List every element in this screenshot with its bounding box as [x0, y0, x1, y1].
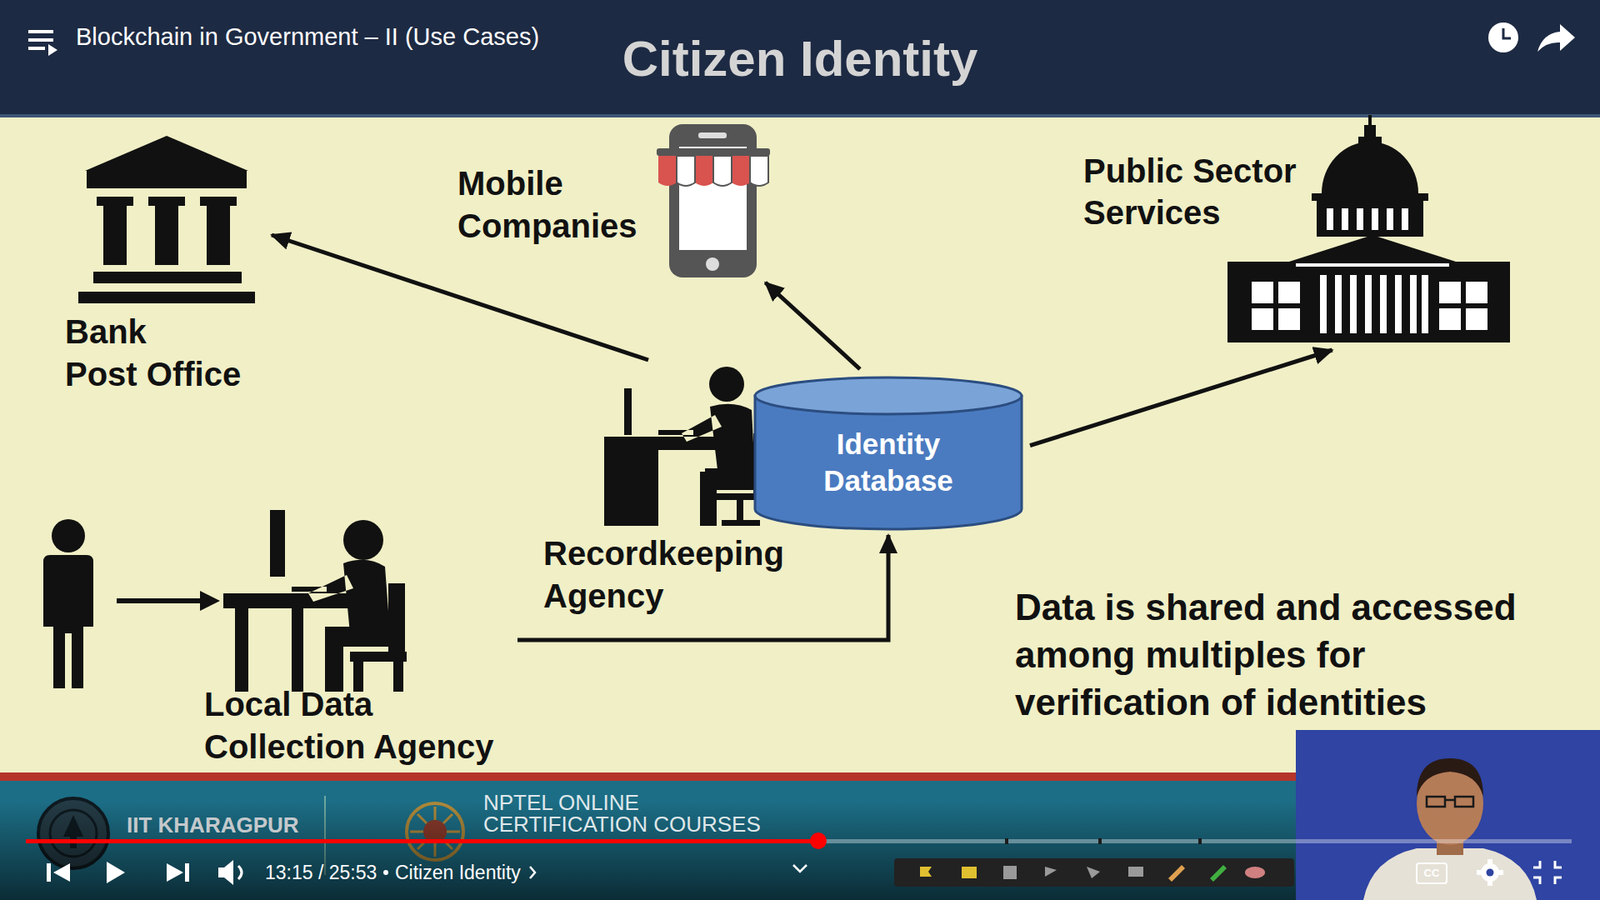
node-label: Bank — [65, 310, 265, 354]
expand-chevron — [793, 865, 807, 872]
toolbar-icons-orange — [1168, 865, 1185, 882]
citizen-arrow-head — [200, 590, 220, 611]
database-cylinder: Identity Database — [753, 375, 1024, 531]
video-title: Blockchain in Government – II (Use Cases… — [75, 21, 626, 52]
toolbar-icons-grey — [1003, 865, 1144, 880]
header-band — [0, 0, 1600, 118]
mobile-node: Mobile Companies — [454, 122, 775, 278]
flow-arrow — [765, 282, 860, 370]
phone-body — [669, 124, 757, 278]
clock-icon — [1488, 22, 1519, 53]
citizen-head — [51, 519, 85, 553]
share-icon — [1537, 24, 1575, 52]
chapter-name: Citizen Identity — [395, 861, 521, 884]
progress-track — [25, 839, 1572, 844]
node-label: Post Office — [65, 353, 265, 396]
awning-top — [656, 148, 770, 156]
flow-arrow — [1030, 350, 1333, 446]
clock-hands — [1503, 28, 1511, 39]
slide-note: Data is shared and accessed among multip… — [1015, 583, 1549, 726]
separator-dot — [383, 870, 389, 875]
progress-scrubber — [810, 832, 827, 850]
volume-button — [218, 860, 234, 885]
capitol-windows — [1251, 208, 1488, 334]
node-label: Mobile Companies — [457, 162, 651, 248]
recordkeeper-icon — [604, 388, 763, 526]
presenter-frame — [1295, 730, 1600, 900]
fullscreen-exit — [1533, 860, 1562, 885]
course-banner: NPTEL ONLINE CERTIFICATION COURSES — [483, 791, 784, 835]
slide-title: Citizen Identity — [466, 30, 1134, 89]
data-collector-head — [343, 520, 384, 560]
node-label: Public Sector Services — [1083, 150, 1317, 234]
capitol-building-icon — [1227, 115, 1510, 343]
progress-played — [25, 839, 819, 844]
toolbar-icons-yellow — [920, 866, 977, 879]
awning-white-stripes — [676, 155, 769, 186]
flow-arrow — [271, 235, 649, 360]
presenter-glasses — [1426, 796, 1474, 807]
presenter-hair — [1416, 758, 1484, 797]
chapter-gaps — [1005, 838, 1202, 845]
collection-node: Local Data Collection Agency — [204, 510, 513, 769]
node-label: Identity Database — [809, 425, 968, 500]
play-button — [106, 861, 125, 884]
cc-button-frame — [1416, 863, 1447, 884]
annotation-toolbar — [894, 858, 1295, 887]
bank-node: BankPost Office — [65, 132, 265, 396]
header-rule — [0, 114, 1600, 118]
data-collector-icon — [223, 510, 407, 692]
institute-name: IIT KHARAGPUR — [126, 813, 319, 837]
node-label: Local Data Collection Agency — [204, 683, 513, 769]
volume-wave — [238, 865, 242, 880]
settings-gear-hole — [1486, 869, 1495, 877]
citizen-body — [43, 555, 94, 689]
bank-icon — [78, 135, 255, 304]
toolbar-icons-pink — [1245, 866, 1265, 879]
citizen-arrow — [116, 598, 205, 604]
phone-speaker — [698, 132, 727, 139]
phone-button — [705, 257, 720, 271]
cc-label: CC — [1416, 864, 1447, 883]
recordkeeper-head — [709, 366, 745, 402]
node-label: Recordkeeping Agency — [543, 532, 806, 618]
awning-red-stripes — [658, 155, 750, 186]
next-button — [166, 863, 190, 882]
chapter-chevron — [530, 866, 535, 879]
agency-node: Recordkeeping Agency — [543, 364, 806, 618]
cylinder-body — [755, 395, 1022, 530]
settings-gear — [1476, 859, 1504, 886]
time-display: 13:15 / 25:53 — [265, 861, 377, 884]
settings-gear-body — [1480, 863, 1500, 882]
previous-button — [46, 863, 70, 882]
public-sector-node: Public Sector Services — [1083, 122, 1513, 344]
toolbar-icons-green — [1210, 865, 1227, 882]
presenter-shirt — [1363, 848, 1537, 900]
slide-ground — [0, 117, 1600, 773]
cylinder-top — [755, 377, 1022, 415]
playlist-icon — [28, 30, 58, 56]
